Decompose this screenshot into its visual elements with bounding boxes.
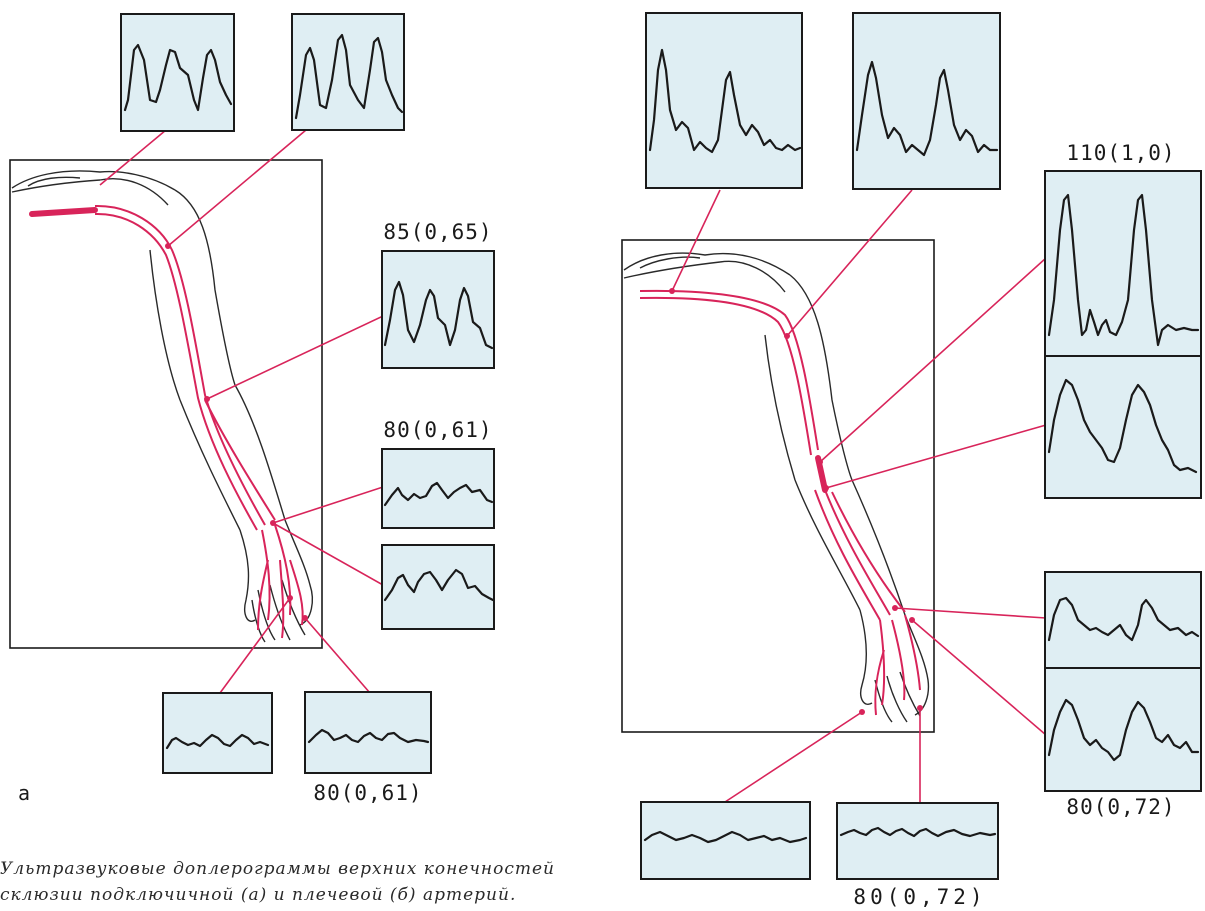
caption-line-2: склюзии подключичной (а) и плечевой (б) … bbox=[0, 885, 516, 905]
waveform-b-subclavian-1 bbox=[645, 12, 803, 189]
waveform-a-brachial bbox=[381, 250, 495, 369]
label-b-fingers: 80(0,72) bbox=[853, 885, 986, 909]
leader-lines-a bbox=[99, 129, 384, 694]
label-b-forearm: 80(0,72) bbox=[1066, 795, 1175, 819]
waveform-a-subclavian-1 bbox=[120, 13, 235, 132]
figure-caption: Ультразвуковые доплерограммы верхних кон… bbox=[0, 859, 555, 905]
waveform-a-finger-1 bbox=[162, 692, 273, 774]
arm-frame-a bbox=[9, 159, 323, 649]
label-a-forearm: 80(0,61) bbox=[383, 418, 492, 442]
waveform-a-radial bbox=[381, 448, 495, 529]
waveform-b-finger-1 bbox=[640, 801, 811, 880]
artery-a bbox=[29, 204, 308, 639]
waveform-a-finger-2 bbox=[304, 691, 432, 774]
waveform-b-subclavian-2 bbox=[852, 12, 1001, 190]
panel-a: 85(0,65) 80(0,61) 80(0,61) а bbox=[9, 13, 495, 805]
artery-b bbox=[639, 288, 923, 716]
waveform-b-finger-2 bbox=[836, 802, 999, 880]
caption-line-1: Ультразвуковые доплерограммы верхних кон… bbox=[0, 859, 555, 879]
leader-lines-b bbox=[671, 189, 1047, 803]
arm-frame-b bbox=[621, 239, 935, 733]
panel-b: 110(1,0) 80(0,72) 80(0,72) bbox=[621, 12, 1202, 909]
arm-outline-b bbox=[623, 252, 930, 723]
waveform-a-subclavian-2 bbox=[291, 13, 405, 131]
panel-a-letter: а bbox=[18, 781, 30, 805]
waveform-b-forearm bbox=[1044, 571, 1202, 792]
waveform-a-ulnar bbox=[381, 544, 495, 630]
label-b-upper-arm: 110(1,0) bbox=[1066, 141, 1175, 165]
label-a-fingers: 80(0,61) bbox=[313, 781, 422, 805]
waveform-b-brachial bbox=[1044, 170, 1202, 499]
label-a-upper-arm: 85(0,65) bbox=[383, 220, 492, 244]
